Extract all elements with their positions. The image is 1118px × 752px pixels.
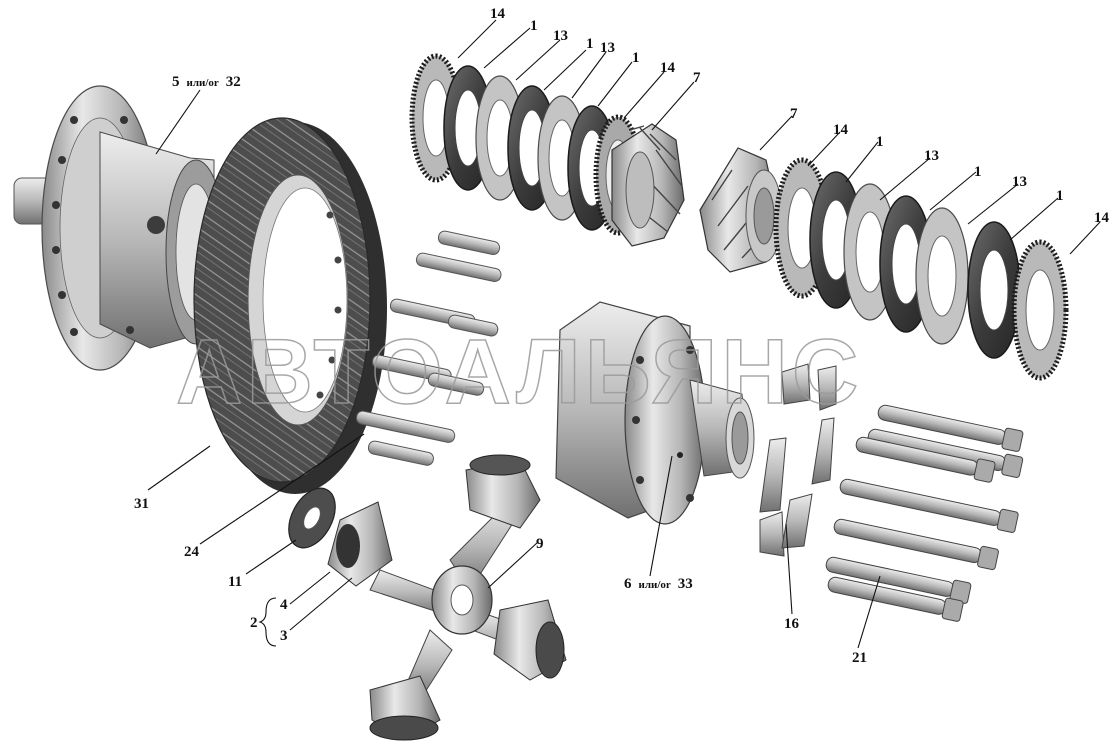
label-14-b: 14 xyxy=(660,60,676,76)
bolts xyxy=(825,404,1024,622)
label-1-d: 1 xyxy=(876,134,884,150)
label-13-c: 13 xyxy=(924,148,939,164)
crown-wheel xyxy=(193,117,387,494)
part-labels: 14 1 13 1 13 1 14 7 7 14 1 13 1 13 1 14 … xyxy=(134,6,1110,666)
label-1-c: 1 xyxy=(632,50,640,66)
spider-assembly xyxy=(288,454,567,741)
side-gear-left xyxy=(611,123,685,247)
label-2: 2 xyxy=(250,615,258,631)
side-gear-right xyxy=(699,147,783,273)
label-16: 16 xyxy=(784,616,800,632)
label-14-a: 14 xyxy=(490,6,506,22)
label-13-d: 13 xyxy=(1012,174,1027,190)
watermark: АВТОАЛЬЯНС xyxy=(176,321,862,423)
label-1-a: 1 xyxy=(530,18,538,34)
label-14-c: 14 xyxy=(833,122,849,138)
label-1-b: 1 xyxy=(586,36,594,52)
label-24: 24 xyxy=(184,544,200,560)
label-13-a: 13 xyxy=(553,28,568,44)
label-9: 9 xyxy=(536,536,544,552)
label-3: 3 xyxy=(280,628,288,644)
label-6-or-33: 6 или/or 33 xyxy=(624,575,693,592)
leader-lines xyxy=(147,19,1101,649)
label-21: 21 xyxy=(852,650,867,666)
label-31: 31 xyxy=(134,496,149,512)
label-5-or-32: 5 или/or 32 xyxy=(172,73,241,90)
label-11: 11 xyxy=(228,574,242,590)
label-1-e: 1 xyxy=(974,164,982,180)
label-7-a: 7 xyxy=(693,70,701,86)
right-disc-stack xyxy=(773,157,1069,381)
pins-group xyxy=(355,230,502,466)
label-4: 4 xyxy=(280,597,288,613)
lock-plates xyxy=(759,363,837,557)
label-1-f: 1 xyxy=(1056,188,1064,204)
left-disc-stack xyxy=(409,53,643,236)
label-14-d: 14 xyxy=(1094,210,1110,226)
label-7-b: 7 xyxy=(790,106,798,122)
housing-half-right xyxy=(555,301,755,525)
label-13-b: 13 xyxy=(600,40,615,56)
